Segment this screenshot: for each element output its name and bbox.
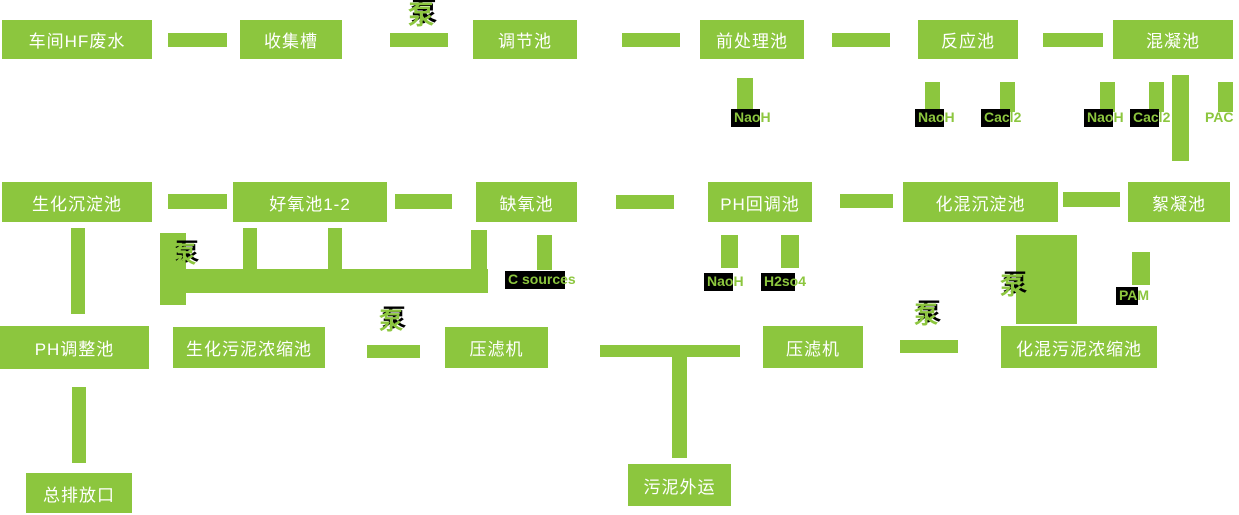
- node-ph-rebound-tank: PH回调池: [708, 182, 812, 222]
- node-chem-sludge-thickener: 化混污泥浓缩池: [1001, 326, 1157, 368]
- pipe-phadjust-to-outfall: [72, 387, 86, 463]
- dosing-line: [1149, 82, 1164, 112]
- sludge-collector-line: [171, 269, 488, 293]
- flow-connector: [832, 33, 890, 47]
- pipe-chemsed-to-thickener: [1016, 235, 1077, 324]
- pump-label: 泵: [172, 242, 196, 269]
- node-pretreatment-tank: 前处理池: [700, 20, 804, 59]
- flow-connector: [395, 194, 452, 209]
- flow-connector: [390, 33, 448, 47]
- node-anoxic-tank: 缺氧池: [476, 182, 577, 222]
- node-collection-tank: 收集槽: [240, 20, 342, 59]
- node-sludge-outbound: 污泥外运: [628, 464, 731, 506]
- node-bio-sludge-thickener: 生化污泥浓缩池: [173, 327, 325, 368]
- dosing-line: [925, 82, 940, 112]
- flow-connector: [616, 195, 674, 209]
- flow-connector: [367, 345, 420, 358]
- sludge-drop-line: [243, 228, 257, 269]
- dosing-line: [1218, 82, 1233, 112]
- pipe-biosed-to-phadjust: [71, 228, 85, 314]
- sludge-out-header-line: [600, 345, 740, 357]
- node-regulating-tank: 调节池: [473, 20, 577, 59]
- chemical-label-naoh: NaoH: [1084, 109, 1124, 127]
- node-coagulation-tank: 混凝池: [1113, 20, 1233, 59]
- node-workshop-hf-wastewater: 车间HF废水: [2, 20, 152, 59]
- node-flocculation-tank: 絮凝池: [1128, 182, 1230, 222]
- dosing-line: [1000, 82, 1015, 112]
- chemical-label-cacl2: Cacl2: [980, 109, 1022, 127]
- flow-connector: [622, 33, 680, 47]
- pump-label: 泵: [914, 302, 938, 329]
- dosing-line: [781, 235, 799, 268]
- chemical-label-naoh: NaoH: [704, 273, 744, 291]
- dosing-line: [1100, 82, 1115, 112]
- pipe-to-sludge-outbound: [672, 357, 687, 458]
- node-filter-press-chem: 压滤机: [763, 326, 863, 368]
- chemical-label-h2so4: H2so4: [760, 273, 807, 291]
- pump-label: 泵: [1000, 273, 1024, 300]
- node-final-outfall: 总排放口: [26, 473, 132, 513]
- flow-connector: [900, 340, 958, 353]
- pump-label: 泵: [379, 308, 403, 335]
- pipe-coagulation-to-flocculation: [1172, 75, 1189, 161]
- sludge-drop-line: [328, 228, 342, 269]
- dosing-line: [1132, 252, 1150, 285]
- flow-connector: [1043, 33, 1103, 47]
- chemical-label-naoh: NaoH: [915, 109, 955, 127]
- node-filter-press-bio: 压滤机: [445, 327, 548, 368]
- chemical-label-cacl2: Cacl2: [1129, 109, 1171, 127]
- chemical-label-pac: PAC: [1205, 109, 1234, 125]
- flow-connector: [168, 33, 227, 47]
- chemical-label-pam: PAM: [1115, 287, 1150, 305]
- node-aerobic-tank: 好氧池1-2: [233, 182, 387, 222]
- dosing-line: [721, 235, 738, 268]
- dosing-line: [537, 235, 552, 270]
- flow-connector: [168, 194, 227, 209]
- dosing-line: [737, 78, 753, 110]
- node-ph-adjust-tank: PH调整池: [0, 326, 149, 369]
- chemical-label-naoh: NaoH: [731, 109, 771, 127]
- node-reaction-tank: 反应池: [918, 20, 1018, 59]
- node-bio-sedimentation-tank: 生化沉淀池: [2, 182, 152, 222]
- flow-connector: [1063, 192, 1120, 207]
- chemical-label-c-sources: C sources: [505, 271, 576, 289]
- flow-connector: [840, 194, 893, 208]
- pump-label: 泵: [408, 0, 435, 30]
- node-chem-sedimentation-tank: 化混沉淀池: [903, 182, 1058, 222]
